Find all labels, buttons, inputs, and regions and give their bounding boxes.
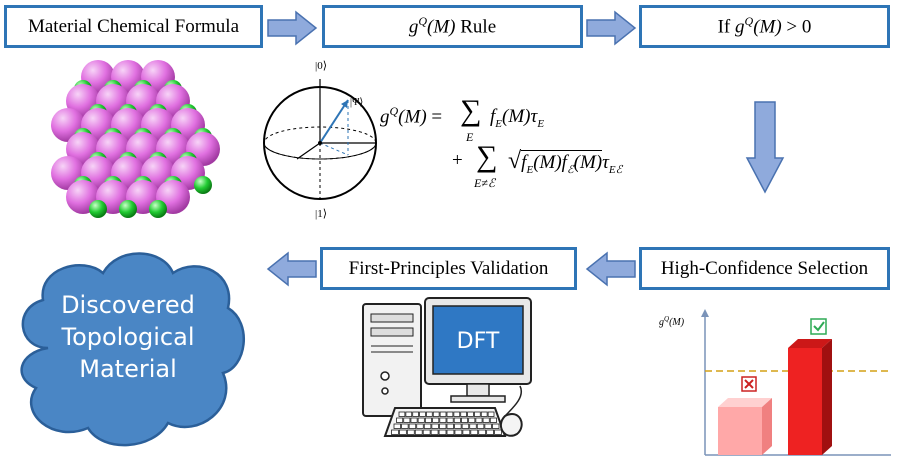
ket-0-label: |0⟩ (315, 60, 327, 72)
keyboard-key (416, 423, 424, 429)
keyboard-key (422, 429, 431, 435)
keyboard-key (486, 429, 494, 435)
keyboard-key (398, 411, 406, 417)
keyboard-key (484, 423, 492, 429)
keyboard-key (439, 423, 447, 429)
arrow-down (745, 101, 785, 194)
ket-psi-label: |Ψ⟩ (350, 97, 363, 108)
keyboard-key (405, 411, 413, 417)
keyboard-key (408, 423, 417, 429)
arrow-left-2 (266, 251, 317, 287)
keyboard-key (468, 417, 476, 423)
keyboard-key (461, 423, 470, 429)
arrow-right-2 (586, 10, 637, 46)
bloch-sphere-icon: |0⟩ |1⟩ |Ψ⟩ (263, 60, 377, 220)
computer-dft-icon: DFT (362, 297, 532, 437)
arrow-left-1 (585, 251, 636, 287)
keyboard-key (438, 429, 447, 435)
keyboard-key (461, 417, 469, 423)
keyboard-key (446, 423, 454, 429)
keyboard-key (467, 411, 474, 417)
ket-1-label: |1⟩ (315, 208, 327, 220)
keyboard-key (460, 411, 467, 417)
keyboard-key (423, 423, 432, 429)
discovered-material-cloud: Discovered Topological Material (8, 238, 248, 453)
step-condition-box: If gQ(M) > 0 (639, 5, 890, 48)
step-validation-box: First-Principles Validation (320, 247, 577, 290)
keyboard-key (432, 411, 440, 417)
keyboard-key (478, 429, 487, 435)
keyboard-key (401, 423, 409, 429)
keyboard-key (393, 423, 401, 429)
keyboard-key (469, 423, 477, 429)
keyboard-key (432, 417, 440, 423)
step-formula-label: Material Chemical Formula (27, 15, 240, 37)
reject-cross-icon (741, 376, 757, 392)
dft-screen-label: DFT (457, 329, 500, 354)
keyboard-key (489, 417, 497, 423)
keyboard-key (412, 411, 419, 417)
keyboard-key (474, 411, 481, 417)
keyboard-key (403, 417, 411, 423)
confidence-mini-chart: gQ(M) (659, 309, 891, 456)
step-validation-label: First-Principles Validation (348, 257, 549, 279)
crystal-lattice-icon (51, 60, 220, 218)
cloud-line-2: Topological (61, 323, 195, 351)
step-condition-label: If gQ(M) > 0 (717, 14, 812, 38)
keyboard-key (494, 429, 502, 435)
keyboard-key (482, 417, 490, 423)
keyboard-key (424, 417, 432, 423)
keyboard-key (417, 417, 425, 423)
keyboard-key (487, 411, 495, 417)
mini-chart-y-label: gQ(M) (659, 315, 685, 328)
arrow-right-1 (267, 10, 318, 46)
step-rule-box: gQ(M) Rule (322, 5, 583, 48)
keyboard-key (410, 417, 418, 423)
cloud-line-1: Discovered (61, 291, 195, 319)
keyboard-key (439, 411, 447, 417)
keyboard-key (396, 417, 404, 423)
keyboard-key (446, 429, 455, 435)
atom-small (194, 176, 212, 194)
cloud-line-3: Material (79, 355, 177, 383)
keyboard-key (414, 429, 423, 435)
keyboard-key (430, 429, 439, 435)
keyboard-key (492, 423, 500, 429)
keyboard-key (454, 423, 462, 429)
keyboard-key (426, 411, 433, 417)
keyboard-key (480, 411, 488, 417)
keyboard-key (431, 423, 439, 429)
keyboard-key (446, 411, 454, 417)
step-formula-box: Material Chemical Formula (4, 5, 263, 48)
step-selection-label: High-Confidence Selection (660, 257, 869, 279)
keyboard-key (419, 411, 426, 417)
step-rule-label: gQ(M) Rule (408, 14, 497, 38)
gq-equation: gQ(M) = ∑ E fE(M)τE + ∑ E≠ℰ √fE(M)fℰ(M)τ… (380, 94, 623, 191)
keyboard-key (475, 417, 483, 423)
keyboard-key (470, 429, 479, 435)
atom-small (119, 200, 137, 218)
atom-small (149, 200, 167, 218)
accept-check-icon (810, 318, 827, 335)
keyboard-key (406, 429, 415, 435)
keyboard-key (446, 417, 454, 423)
keyboard-key (453, 411, 461, 417)
atom-small (89, 200, 107, 218)
keyboard-key (454, 429, 463, 435)
keyboard-key (453, 417, 461, 423)
keyboard-key (399, 429, 407, 435)
keyboard-key (391, 429, 399, 435)
keyboard-key (439, 417, 447, 423)
keyboard-key (476, 423, 485, 429)
keyboard-key (462, 429, 471, 435)
step-selection-box: High-Confidence Selection (639, 247, 890, 290)
